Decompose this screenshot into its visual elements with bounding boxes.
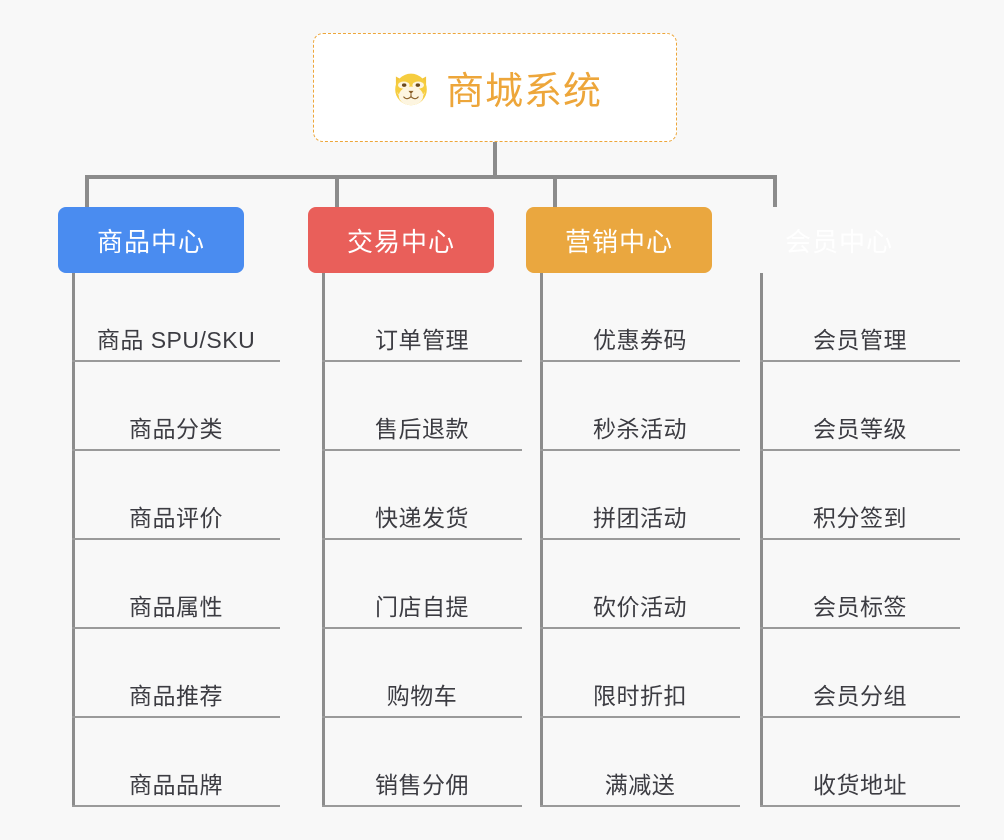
root-title: 商城系统 — [445, 71, 602, 113]
leaf-item-underline — [540, 716, 740, 718]
leaf-item-label: 限时折扣 — [593, 683, 687, 709]
leaf-item-label: 商品属性 — [129, 594, 223, 620]
leaf-item[interactable]: 商品品牌 — [72, 718, 280, 807]
leaf-column-3: 优惠券码秒杀活动拼团活动砍价活动限时折扣满减送 — [540, 273, 740, 807]
leaf-item[interactable]: 收货地址 — [760, 718, 960, 807]
leaf-item-underline — [540, 538, 740, 540]
leaf-item-label: 满减送 — [604, 772, 676, 798]
leaf-spine — [322, 273, 325, 807]
leaf-item-label: 售后退款 — [375, 416, 469, 442]
leaf-item[interactable]: 会员管理 — [760, 273, 960, 362]
leaf-item-underline — [72, 449, 280, 451]
leaf-item-underline — [322, 360, 522, 362]
leaf-item-underline — [760, 805, 960, 807]
leaf-column-1: 商品 SPU/SKU 商品分类商品评价商品属性商品推荐商品品牌 — [72, 273, 280, 807]
leaf-spine — [760, 273, 763, 807]
leaf-item[interactable]: 商品推荐 — [72, 629, 280, 718]
leaf-item[interactable]: 限时折扣 — [540, 629, 740, 718]
leaf-item[interactable]: 商品分类 — [72, 362, 280, 451]
leaf-item-underline — [540, 627, 740, 629]
leaf-item[interactable]: 会员分组 — [760, 629, 960, 718]
leaf-item-label: 快递发货 — [375, 505, 469, 531]
leaf-item-label: 收货地址 — [813, 772, 907, 798]
leaf-item-underline — [322, 627, 522, 629]
leaf-item-label: 购物车 — [386, 683, 458, 709]
leaf-item-underline — [322, 449, 522, 451]
leaf-item[interactable]: 商品评价 — [72, 451, 280, 540]
leaf-item-underline — [540, 360, 740, 362]
leaf-item[interactable]: 拼团活动 — [540, 451, 740, 540]
connector-horizontal-bus — [85, 175, 777, 179]
leaf-item-label: 商品评价 — [129, 505, 223, 531]
leaf-item-label: 会员等级 — [813, 416, 907, 442]
category-node-4[interactable]: 会员中心 — [746, 207, 932, 273]
leaf-item[interactable]: 满减送 — [540, 718, 740, 807]
leaf-item[interactable]: 快递发货 — [322, 451, 522, 540]
category-node-3[interactable]: 营销中心 — [526, 207, 712, 273]
connector-drop-3 — [553, 175, 557, 207]
leaf-item-label: 优惠券码 — [593, 327, 687, 353]
leaf-item-underline — [760, 716, 960, 718]
leaf-item-underline — [322, 716, 522, 718]
leaf-item-underline — [72, 538, 280, 540]
leaf-item-label: 积分签到 — [813, 505, 907, 531]
leaf-item[interactable]: 会员等级 — [760, 362, 960, 451]
connector-drop-4 — [773, 175, 777, 207]
leaf-item-label: 商品分类 — [129, 416, 223, 442]
leaf-item[interactable]: 商品属性 — [72, 540, 280, 629]
leaf-item-label: 商品推荐 — [129, 683, 223, 709]
leaf-item[interactable]: 砍价活动 — [540, 540, 740, 629]
leaf-item-underline — [72, 360, 280, 362]
connector-drop-2 — [335, 175, 339, 207]
leaf-item[interactable]: 购物车 — [322, 629, 522, 718]
leaf-item-underline — [72, 805, 280, 807]
category-label: 商品中心 — [96, 226, 205, 257]
leaf-item-label: 会员管理 — [813, 327, 907, 353]
connector-drop-1 — [85, 175, 89, 207]
leaf-item-underline — [540, 449, 740, 451]
leaf-item[interactable]: 会员标签 — [760, 540, 960, 629]
leaf-item-label: 砍价活动 — [593, 594, 687, 620]
leaf-item-label: 销售分佣 — [375, 772, 469, 798]
leaf-item-label: 商品品牌 — [129, 772, 223, 798]
shiba-dog-face-icon — [388, 65, 434, 111]
category-node-2[interactable]: 交易中心 — [308, 207, 494, 273]
leaf-item-label: 订单管理 — [375, 327, 469, 353]
leaf-spine — [540, 273, 543, 807]
leaf-item-underline — [540, 805, 740, 807]
leaf-item-label: 商品 SPU/SKU — [96, 327, 256, 353]
leaf-column-4: 会员管理会员等级积分签到会员标签会员分组收货地址 — [760, 273, 960, 807]
leaf-item-label: 会员标签 — [813, 594, 907, 620]
leaf-item-underline — [760, 449, 960, 451]
leaf-item[interactable]: 订单管理 — [322, 273, 522, 362]
leaf-item[interactable]: 销售分佣 — [322, 718, 522, 807]
leaf-item-label: 秒杀活动 — [593, 416, 687, 442]
leaf-column-2: 订单管理售后退款快递发货门店自提购物车销售分佣 — [322, 273, 522, 807]
leaf-item-underline — [72, 716, 280, 718]
leaf-item[interactable]: 积分签到 — [760, 451, 960, 540]
leaf-item-label: 门店自提 — [375, 594, 469, 620]
leaf-item-underline — [760, 538, 960, 540]
leaf-item-underline — [760, 360, 960, 362]
leaf-item-label: 会员分组 — [813, 683, 907, 709]
category-label: 交易中心 — [346, 226, 455, 257]
leaf-item-underline — [760, 627, 960, 629]
leaf-item-label: 拼团活动 — [593, 505, 687, 531]
leaf-item[interactable]: 门店自提 — [322, 540, 522, 629]
leaf-item-underline — [72, 627, 280, 629]
leaf-item[interactable]: 商品 SPU/SKU — [72, 273, 280, 362]
leaf-item-underline — [322, 538, 522, 540]
leaf-item[interactable]: 售后退款 — [322, 362, 522, 451]
leaf-spine — [72, 273, 75, 807]
category-label: 营销中心 — [564, 226, 673, 257]
leaf-item[interactable]: 秒杀活动 — [540, 362, 740, 451]
leaf-item-underline — [322, 805, 522, 807]
root-node[interactable]: 商城系统 — [313, 33, 677, 142]
leaf-item[interactable]: 优惠券码 — [540, 273, 740, 362]
connector-root-stem — [493, 142, 497, 179]
category-node-1[interactable]: 商品中心 — [58, 207, 244, 273]
category-label: 会员中心 — [784, 226, 893, 257]
